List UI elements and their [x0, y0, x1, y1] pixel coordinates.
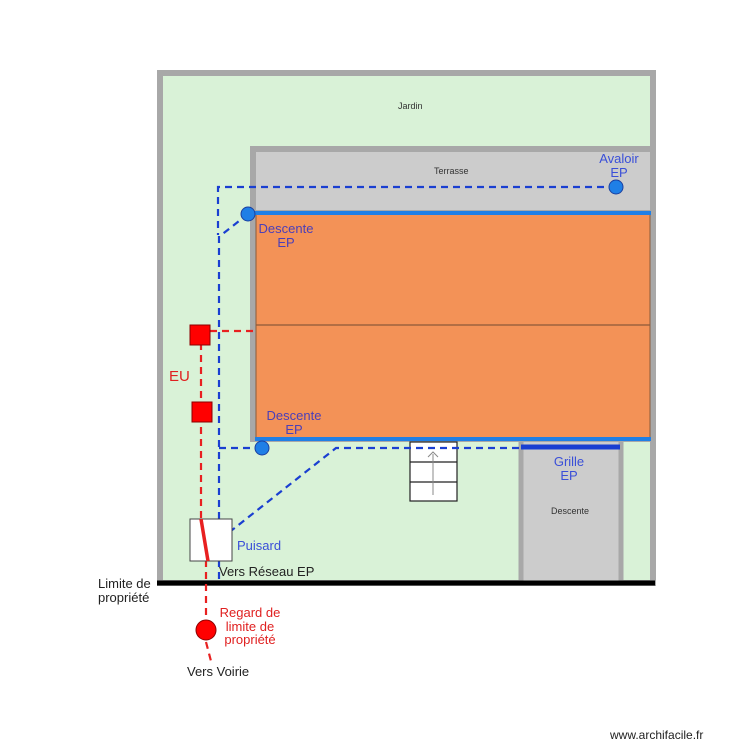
puisard-box[interactable] [189, 518, 233, 562]
eu-pipes [199, 329, 253, 666]
garden-label: Jardin [398, 101, 423, 111]
descente-bottom-line2: EP [285, 421, 303, 437]
descente-bottom-line1: Descente [266, 408, 322, 423]
vers-voirie-label: Vers Voirie [187, 664, 250, 679]
eu-regard-bottom[interactable] [191, 401, 213, 423]
descente-ep-top-node[interactable] [240, 206, 256, 222]
limite-label-line1: Limite de [98, 576, 151, 591]
puisard-label: Puisard [237, 538, 282, 553]
watermark: www.archifacile.fr [610, 728, 704, 742]
grille-label: Grille EP [548, 455, 590, 482]
limite-label: Limite de propriété [98, 577, 151, 604]
stairs-icon [409, 441, 458, 502]
vers-reseau-label: Vers Réseau EP [219, 564, 315, 579]
eu-regard-top[interactable] [189, 324, 211, 346]
regard-label-line3: propriété [224, 632, 276, 648]
descente-top-line2: EP [277, 234, 295, 250]
terrace-zone[interactable] [250, 146, 656, 216]
grille-label-line2: EP [560, 467, 578, 483]
eu-label: EU [169, 368, 190, 385]
descente-bottom-label: Descente EP [263, 409, 325, 436]
regard-limite-node[interactable] [195, 619, 217, 641]
regard-label: Regard de limite de propriété [215, 606, 285, 647]
ramp-zone[interactable] [521, 442, 621, 582]
descente-top-line1: Descente [258, 221, 314, 236]
regard-label-line2: limite de [225, 618, 275, 634]
avaloir-label: Avaloir EP [596, 152, 642, 179]
terrace-label: Terrasse [434, 166, 469, 176]
avaloir-ep-node[interactable] [608, 179, 624, 195]
grille-label-line1: Grille [553, 454, 585, 469]
descente-top-label: Descente EP [255, 222, 317, 249]
avaloir-label-line1: Avaloir [599, 151, 639, 166]
ramp-label: Descente [551, 506, 590, 516]
limite-label-line2: propriété [98, 589, 150, 605]
regard-label-line1: Regard de [219, 605, 281, 620]
avaloir-label-line2: EP [610, 164, 628, 180]
descente-ep-bottom-node[interactable] [254, 440, 270, 456]
